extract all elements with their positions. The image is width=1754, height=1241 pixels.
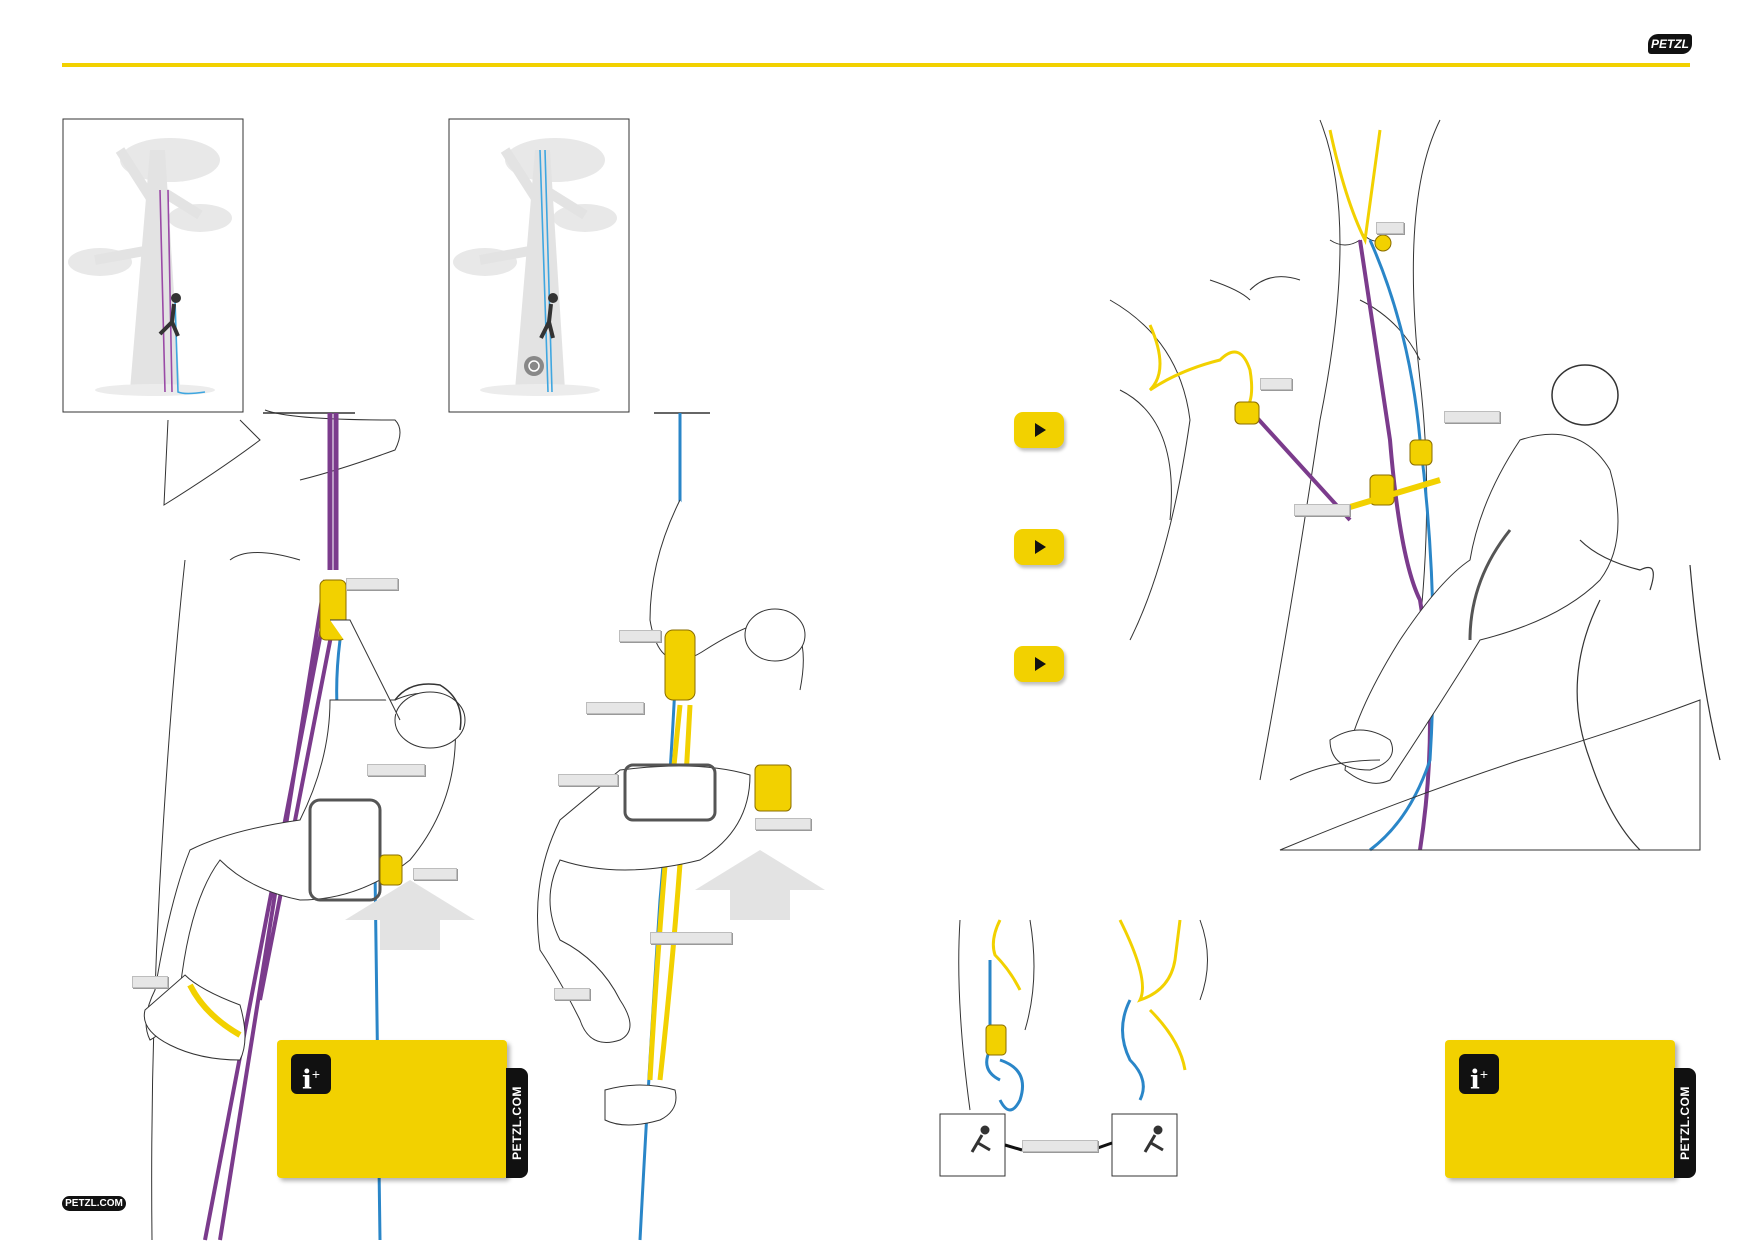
petzl-logo: PETZL — [1648, 34, 1692, 54]
play-icon — [1035, 423, 1046, 437]
callout-label — [1022, 1140, 1098, 1152]
callout-label — [558, 774, 618, 786]
petzl-link-tab[interactable]: PETZL.COM — [1674, 1068, 1696, 1178]
callout-label — [619, 630, 661, 642]
info-panel: i+ — [277, 1040, 507, 1178]
callout-label — [1376, 222, 1404, 234]
callout-label — [132, 976, 168, 988]
play-video-button[interactable] — [1014, 412, 1064, 448]
callout-label — [413, 868, 457, 880]
header-rule — [62, 63, 1690, 67]
petzl-url-badge[interactable]: PETZL.COM — [62, 1196, 126, 1211]
info-plus-icon: i+ — [291, 1054, 331, 1096]
play-icon — [1035, 540, 1046, 554]
thumbnail-tree-purple — [62, 118, 244, 413]
callout-label — [367, 764, 425, 776]
callout-label — [650, 932, 732, 944]
petzl-link-tab[interactable]: PETZL.COM — [506, 1068, 528, 1178]
knot-detail-illustrations — [939, 919, 1208, 1177]
callout-label — [1294, 504, 1350, 516]
climber-1-illustration — [143, 409, 475, 1241]
play-icon — [1035, 657, 1046, 671]
callout-label — [346, 578, 398, 590]
info-panel: i+ — [1445, 1040, 1675, 1178]
play-video-button[interactable] — [1014, 646, 1064, 682]
info-plus-icon: i+ — [1459, 1054, 1499, 1096]
callout-label — [586, 702, 644, 714]
callout-label — [1444, 411, 1500, 423]
climber-2-illustration — [537, 412, 825, 1241]
callout-label — [554, 988, 590, 1000]
callout-label — [755, 818, 811, 830]
callout-label — [1260, 378, 1292, 390]
climber-3-illustration — [1109, 119, 1721, 852]
play-video-button[interactable] — [1014, 529, 1064, 565]
thumbnail-tree-blue — [448, 118, 630, 413]
